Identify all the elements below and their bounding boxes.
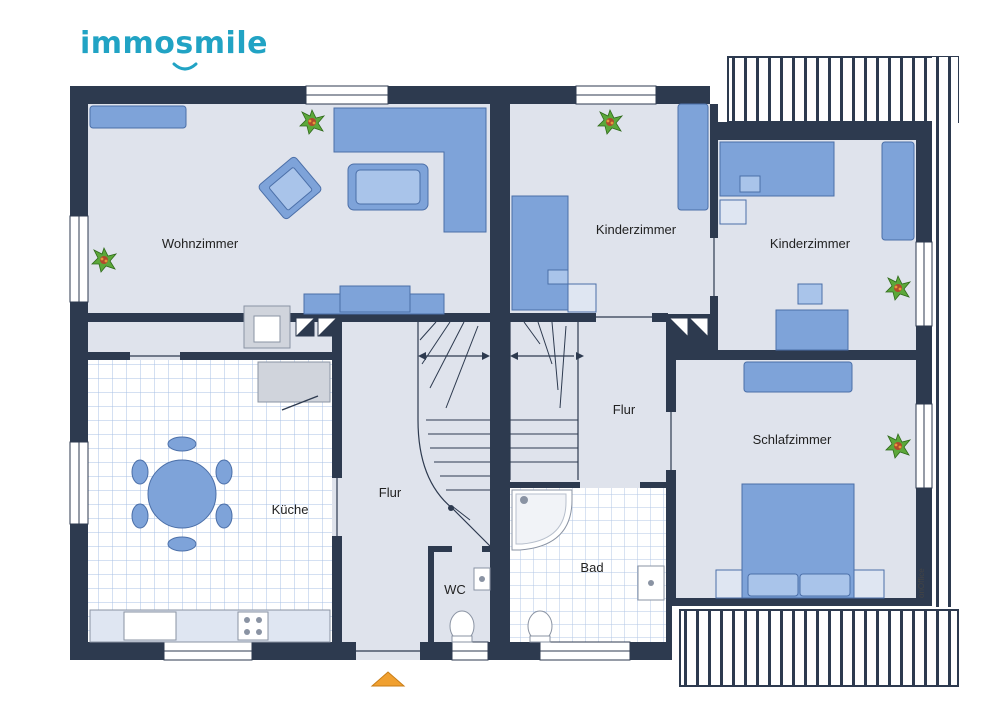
room-label-flur-upper: Flur (613, 402, 636, 417)
room-label-wc: WC (444, 582, 466, 597)
watermark: onOffice (917, 568, 926, 598)
entrance-arrow-icon (370, 671, 406, 687)
room-label-wohnzimmer: Wohnzimmer (162, 236, 239, 251)
room-label-flur-main: Flur (379, 485, 402, 500)
room-label-kinderzimmer-2: Kinderzimmer (770, 236, 851, 251)
room-label-kueche: Küche (272, 502, 309, 517)
room-label-schlafzimmer: Schlafzimmer (753, 432, 832, 447)
room-label-bad: Bad (580, 560, 603, 575)
smile-icon (172, 62, 198, 71)
room-label-kinderzimmer-1: Kinderzimmer (596, 222, 677, 237)
brand-logo: immosmile (80, 26, 268, 61)
